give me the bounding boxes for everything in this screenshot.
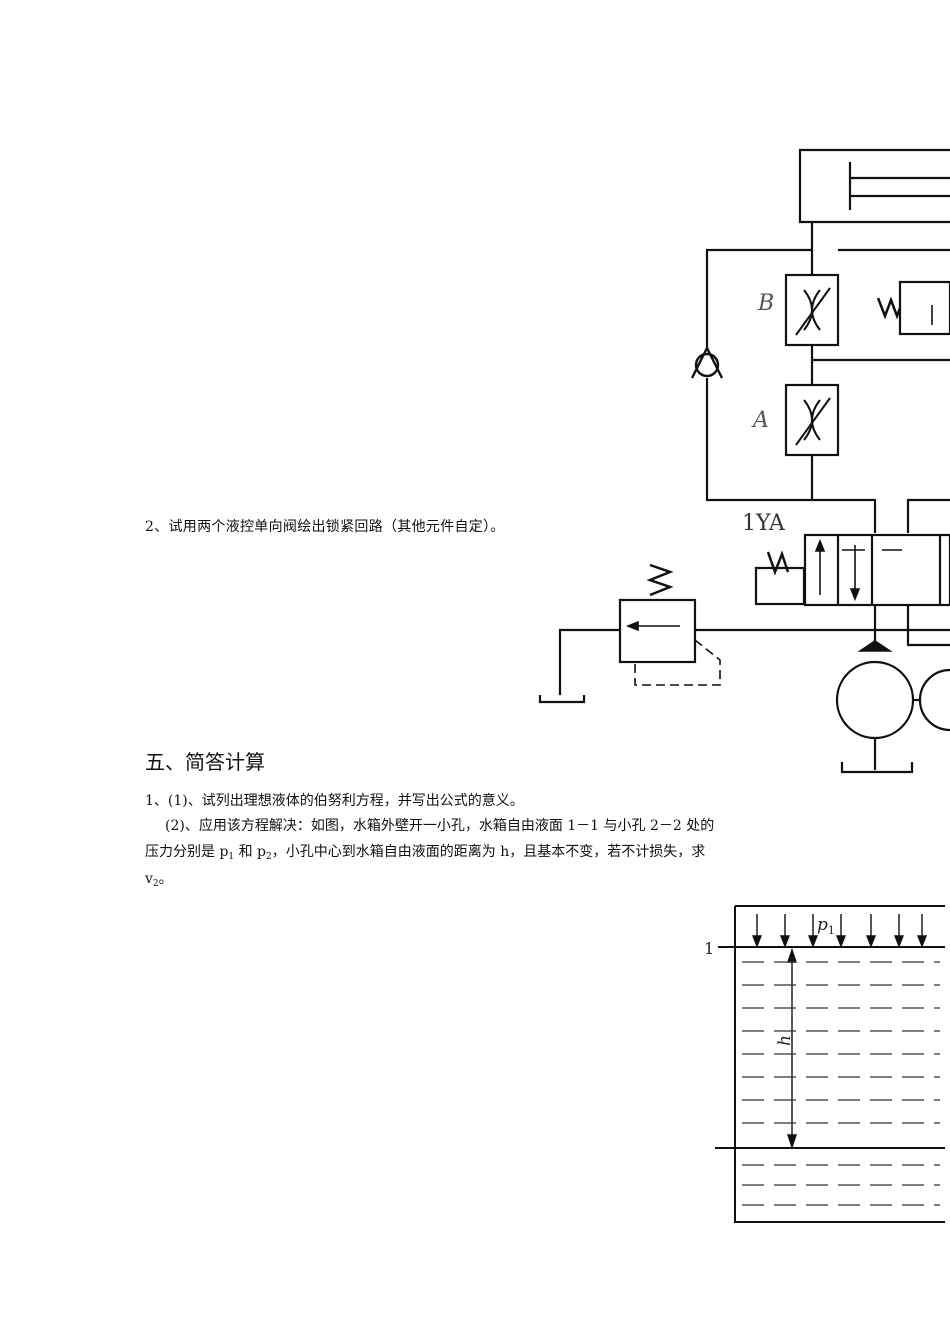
section-title: 五、简答计算	[145, 750, 265, 774]
hydraulic-circuit-diagram: B A 1YA	[538, 148, 950, 774]
label-b: B	[757, 291, 774, 316]
question-2: 2、试用两个液控单向阀绘出锁紧回路（其他元件自定）。	[145, 519, 505, 535]
label-p1: p1	[817, 915, 835, 937]
q1-part3: 压力分别是 p1 和 p2，小孔中心到水箱自由液面的距离为 h，且基本不变，若不…	[145, 844, 706, 862]
label-surface-1: 1	[704, 939, 714, 958]
water-tank-diagram: 1 p1 h	[704, 905, 945, 1223]
q1-part2: (2)、应用该方程解决：如图，水箱外壁开一小孔，水箱自由液面 1－1 与小孔 2…	[165, 818, 715, 834]
label-h: h	[775, 1035, 795, 1046]
q1-part1: 1、(1)、试列出理想液体的伯努利方程，并写出公式的意义。	[145, 793, 524, 809]
label-a: A	[751, 408, 769, 433]
label-solenoid: 1YA	[742, 511, 786, 536]
q1-part4: v2。	[145, 871, 173, 889]
